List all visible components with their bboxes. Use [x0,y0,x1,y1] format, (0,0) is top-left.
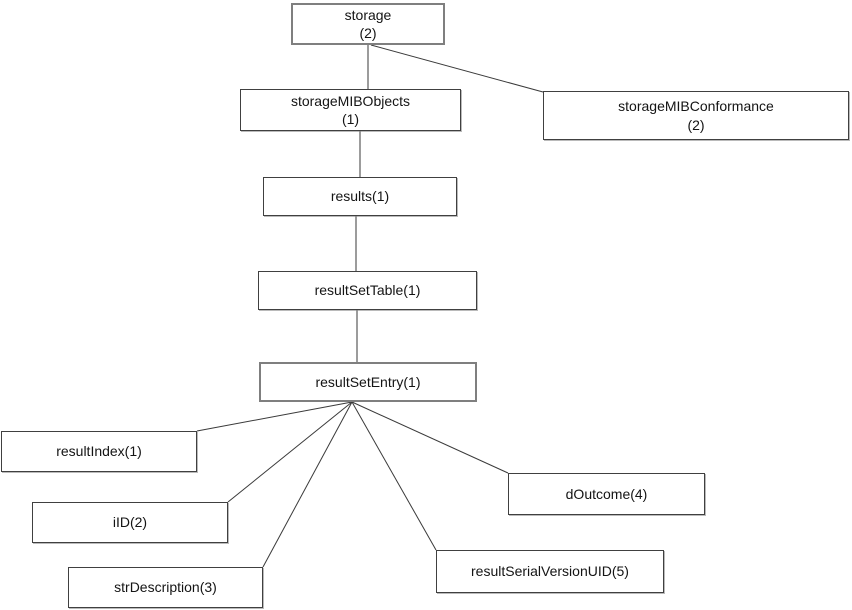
node-dOutcome: dOutcome(4) [508,473,705,515]
node-resultSetTable: resultSetTable(1) [258,271,477,310]
edge-resultSetEntry-to-strDescription [262,401,353,568]
node-storageMIBConformance: storageMIBConformance(2) [543,91,849,140]
node-results: results(1) [263,177,457,216]
node-storage-label: (2) [359,25,377,41]
node-resultSerialVersionUID-label: resultSerialVersionUID(5) [471,563,629,580]
node-strDescription: strDescription(3) [68,567,263,608]
node-resultIndex: resultIndex(1) [1,431,197,472]
node-resultSerialVersionUID: resultSerialVersionUID(5) [436,550,664,593]
node-resultIndex-label: resultIndex(1) [56,443,142,460]
node-storageMIBObjects-label: storageMIBObjects [290,92,411,109]
node-iID: iID(2) [32,502,228,543]
edge-resultSetEntry-to-resultSerialVersionUID [351,401,437,551]
node-storageMIBConformance-label: (2) [687,116,705,133]
node-storageMIBConformance-label: storageMIBConformance [618,98,774,115]
node-storage-label: storage [344,6,392,23]
node-strDescription-label: strDescription(3) [114,579,217,596]
node-resultSetEntry: resultSetEntry(1) [259,362,477,402]
node-resultSetTable-label: resultSetTable(1) [314,282,421,299]
node-resultSetEntry-label: resultSetEntry(1) [315,373,421,390]
node-storageMIBObjects: storageMIBObjects (1) [240,89,461,131]
node-dOutcome-label: dOutcome(4) [565,485,648,502]
edge-resultSetEntry-to-dOutcome [351,401,509,474]
node-storageMIBObjects-label: (1) [341,111,360,127]
node-iID-label: iID(2) [112,514,148,531]
node-storage: storage (2) [291,3,445,45]
edge-resultSetEntry-to-resultIndex [196,401,353,432]
edge-resultSetEntry-to-iID [227,401,353,503]
edge-storage-to-storageMIBConformance [370,44,544,93]
node-results-label: results(1) [330,188,390,205]
